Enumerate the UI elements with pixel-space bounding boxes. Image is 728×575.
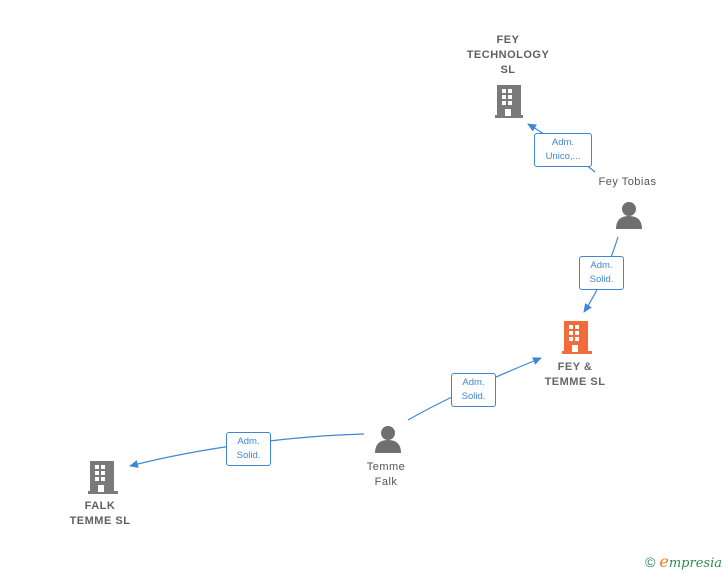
building-icon[interactable] bbox=[88, 461, 118, 494]
edge-label-line: Adm. bbox=[590, 260, 613, 271]
person-icon[interactable] bbox=[616, 202, 642, 229]
edge-label-adm-unico[interactable]: Adm. Unico,... bbox=[534, 133, 592, 167]
edge-label-line: Solid. bbox=[589, 274, 614, 285]
edge-label-line: Adm. bbox=[551, 137, 575, 148]
person-icon[interactable] bbox=[375, 426, 401, 453]
edge-label-adm-solid[interactable]: Adm. Solid. bbox=[579, 256, 624, 290]
edge-label-adm-solid[interactable]: Adm. Solid. bbox=[226, 432, 271, 466]
edge-label-line: Adm. bbox=[237, 436, 260, 447]
label-line: FEY & bbox=[557, 361, 593, 373]
label-line: FALK bbox=[84, 500, 116, 512]
brand-logo: empresia bbox=[659, 552, 722, 571]
label-line: Fey Tobias bbox=[598, 176, 657, 188]
brand-first-letter: e bbox=[659, 552, 669, 571]
node-label-falk-temme[interactable]: FALK TEMME SL bbox=[50, 499, 150, 529]
building-icon[interactable] bbox=[495, 85, 523, 118]
label-line: TEMME SL bbox=[544, 376, 606, 388]
label-line: TECHNOLOGY bbox=[466, 49, 550, 61]
edge-label-line: Adm. bbox=[462, 377, 485, 388]
brand-rest: mpresia bbox=[668, 556, 722, 571]
node-label-temme-falk[interactable]: Temme Falk bbox=[346, 460, 426, 490]
node-label-fey-tobias[interactable]: Fey Tobias bbox=[580, 175, 675, 190]
building-icon[interactable] bbox=[562, 321, 592, 354]
node-label-fey-technology[interactable]: FEY TECHNOLOGY SL bbox=[458, 33, 558, 78]
brand-watermark: © empresia bbox=[645, 552, 722, 571]
label-line: Temme bbox=[366, 461, 406, 473]
label-line: SL bbox=[500, 64, 516, 76]
edge-label-line: Solid. bbox=[461, 391, 486, 402]
label-line: TEMME SL bbox=[69, 515, 131, 527]
label-line: FEY bbox=[496, 34, 520, 46]
node-label-fey-temme[interactable]: FEY & TEMME SL bbox=[525, 360, 625, 390]
edge-label-adm-solid[interactable]: Adm. Solid. bbox=[451, 373, 496, 407]
copyright-symbol: © bbox=[645, 553, 656, 570]
edge-label-line: Solid. bbox=[236, 450, 261, 461]
label-line: Falk bbox=[374, 476, 398, 488]
edge-label-line: Unico,... bbox=[545, 151, 581, 162]
